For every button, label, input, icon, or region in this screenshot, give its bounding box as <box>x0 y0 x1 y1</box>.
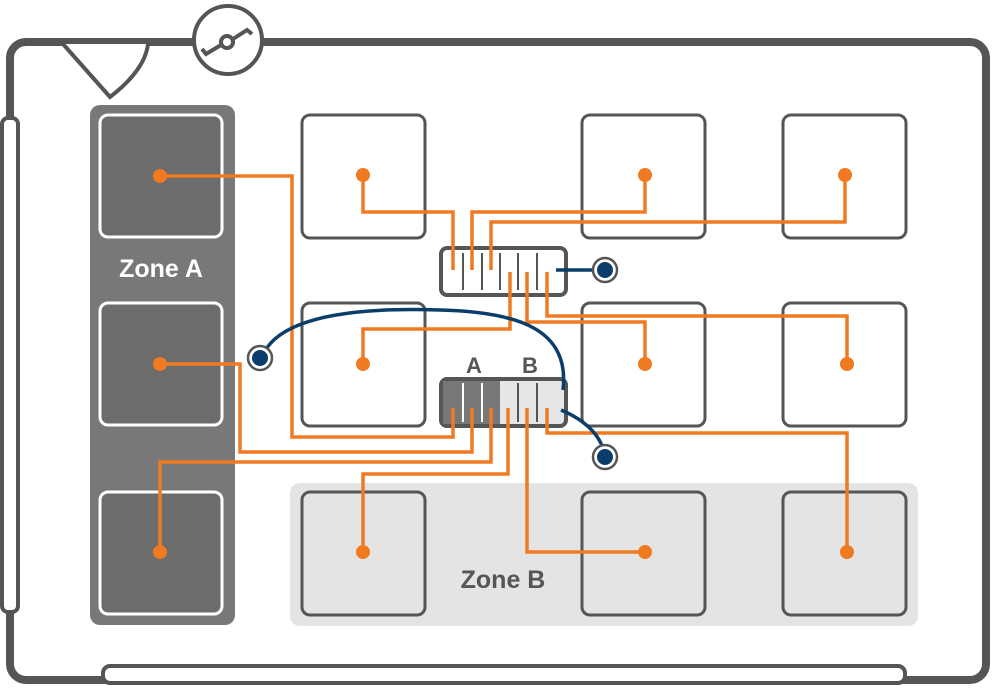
outlet-dot <box>838 168 852 182</box>
outlet-dot <box>638 357 652 371</box>
wire <box>525 408 645 554</box>
wire <box>525 272 647 364</box>
wire <box>361 408 510 552</box>
outlet-dot <box>153 357 167 371</box>
outlet-dot <box>356 357 370 371</box>
zone-a-label: Zone A <box>119 255 203 283</box>
outlet-dot <box>638 545 652 559</box>
wire <box>361 272 512 364</box>
outlet-dot <box>356 545 370 559</box>
outlet-dot <box>638 168 652 182</box>
cable-endpoint-dot <box>252 350 268 366</box>
wire <box>545 272 849 364</box>
outlet-dot <box>153 545 167 559</box>
left-wall-bar <box>0 116 20 614</box>
wire <box>160 174 455 439</box>
meter-symbol-icon <box>192 4 264 76</box>
door-swing-icon <box>61 42 150 100</box>
cable-endpoint-dot <box>597 449 613 465</box>
zone-b-label: Zone B <box>461 566 546 594</box>
outlet-dot <box>840 357 854 371</box>
port-group-a-label: A <box>466 353 482 378</box>
port-group-b-label: B <box>522 353 538 378</box>
wire <box>361 175 455 270</box>
wire <box>545 408 849 552</box>
wire <box>489 175 847 270</box>
outlet-dot <box>153 169 167 183</box>
wire <box>158 408 493 552</box>
cable-endpoint-dot <box>597 262 613 278</box>
bottom-wall-bar <box>101 664 907 685</box>
wire <box>160 362 474 454</box>
wire <box>470 175 647 270</box>
outlet-dot <box>356 168 370 182</box>
outlet-dot <box>840 545 854 559</box>
cable <box>260 307 566 391</box>
